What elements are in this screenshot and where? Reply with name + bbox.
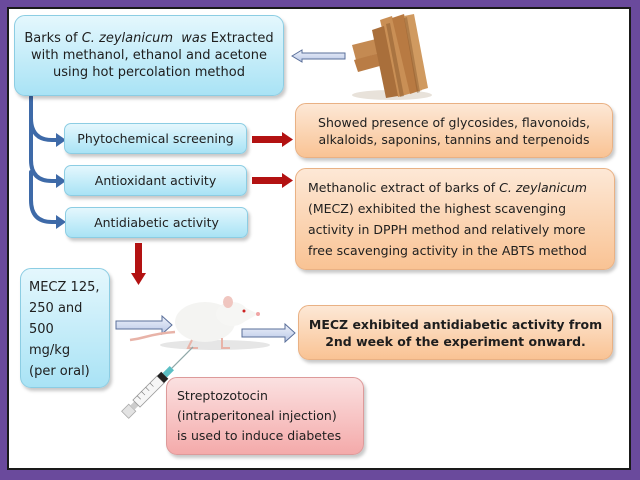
antioxidant-result-box: Methanolic extract of barks of C. zeylan… — [295, 168, 615, 270]
dose-box: MECZ 125, 250 and 500 mg/kg (per oral) — [20, 268, 110, 388]
dose-line-5: (per oral) — [29, 364, 90, 379]
step-label: Phytochemical screening — [77, 131, 234, 146]
step-antidiabetic-activity: Antidiabetic activity — [65, 207, 248, 238]
step-phytochemical-screening: Phytochemical screening — [64, 123, 247, 154]
stz-line-3: is used to induce diabetes — [177, 428, 342, 443]
branch-arrowheads — [56, 133, 66, 229]
dose-line-3: 500 — [29, 322, 54, 337]
streptozotocin-box: Streptozotocin (intraperitoneal injectio… — [166, 377, 364, 455]
red-arrow-down-antidiabetic — [131, 243, 146, 285]
dose-line-2: 250 and — [29, 301, 83, 316]
antidiabetic-result-line-2: 2nd week of the experiment onward. — [325, 333, 586, 349]
hollow-arrow-dose-to-rat — [115, 314, 173, 336]
white-rat-image — [129, 296, 270, 350]
extraction-method-box: Barks of C. zeylanicum was Extracted wit… — [14, 15, 284, 96]
branch-connector — [29, 95, 62, 224]
extraction-line-3: using hot percolation method — [53, 65, 245, 80]
extraction-line-2: with methanol, ethanol and acetone — [31, 48, 267, 63]
phytochemical-result-line-2: alkaloids, saponins, tannins and terpeno… — [318, 131, 590, 147]
cinnamon-sticks-image — [352, 14, 432, 100]
antioxidant-result-line-2: (MECZ) exhibited the highest scavenging — [308, 201, 567, 216]
antidiabetic-result-line-1: MECZ exhibited antidiabetic activity fro… — [308, 316, 603, 332]
hollow-arrow-rat-to-result — [241, 322, 296, 344]
red-arrow-antioxidant — [252, 173, 293, 188]
red-arrow-phytochemical — [252, 132, 293, 147]
dose-line-4: mg/kg — [29, 343, 71, 358]
phytochemical-result-box: Showed presence of glycosides, flavonoid… — [295, 103, 613, 158]
dose-line-1: MECZ 125, — [29, 280, 100, 295]
step-label: Antidiabetic activity — [94, 215, 219, 230]
antioxidant-result-line-1: Methanolic extract of barks of C. zeylan… — [308, 180, 587, 195]
stz-line-1: Streptozotocin — [177, 388, 268, 403]
antidiabetic-result-box: MECZ exhibited antidiabetic activity fro… — [298, 305, 613, 360]
stz-line-2: (intraperitoneal injection) — [177, 408, 337, 423]
step-label: Antioxidant activity — [94, 173, 217, 188]
antioxidant-result-line-3: activity in DPPH method and relatively m… — [308, 222, 586, 237]
extraction-line-1: Barks of C. zeylanicum was Extracted — [24, 31, 274, 46]
hollow-arrow-cinnamon-to-extraction — [291, 49, 346, 63]
antioxidant-result-line-4: free scavenging activity in the ABTS met… — [308, 243, 587, 258]
step-antioxidant-activity: Antioxidant activity — [64, 165, 247, 196]
phytochemical-result-line-1: Showed presence of glycosides, flavonoid… — [318, 114, 590, 130]
